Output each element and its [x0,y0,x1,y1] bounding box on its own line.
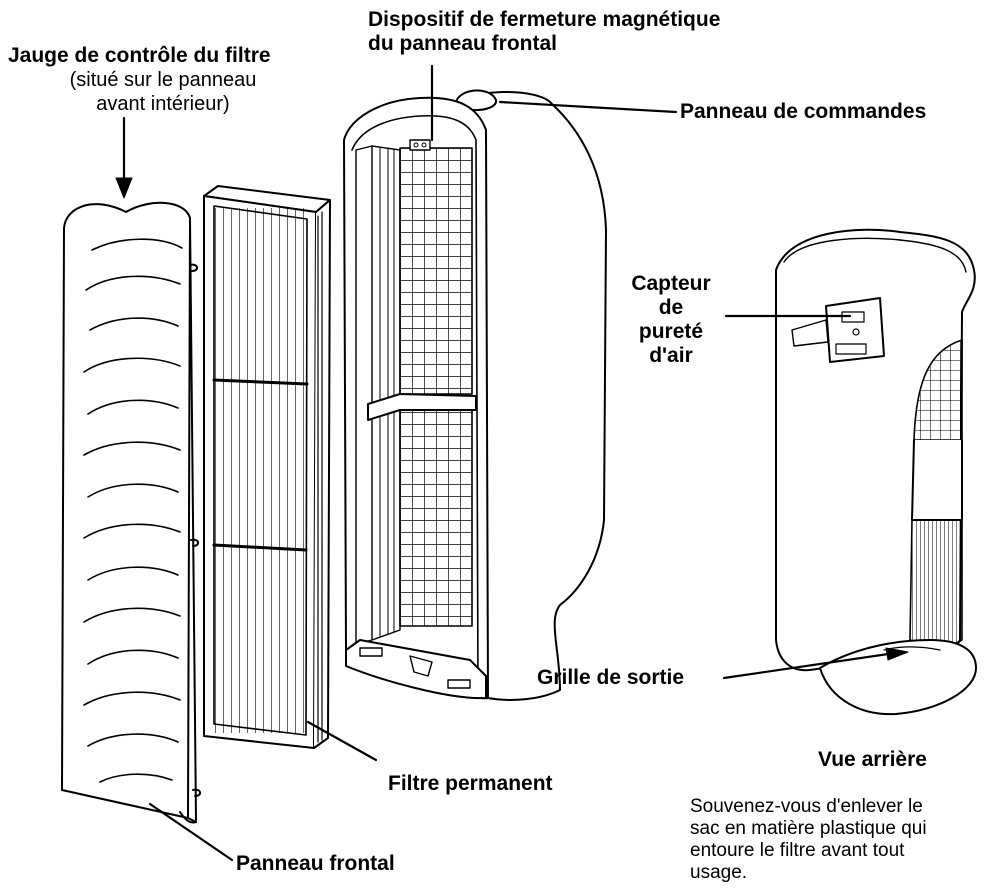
filter-gauge-title: Jauge de contrôle du filtre [8,44,271,67]
note-line3: entoure le filtre avant tout [690,840,905,861]
control-panel-label: Panneau de commandes [680,100,927,123]
air-purity-sensor-line4: d'air [649,344,693,367]
filter-gauge-detail-line2: avant intérieur) [96,93,230,115]
air-purity-sensor-line1: Capteur [631,272,711,295]
rear-view-label: Vue arrière [818,748,927,771]
purifier-body-illustration [343,89,607,701]
note-line1: Souvenez-vous d'enlever le [690,796,923,817]
front-panel-illustration [61,201,201,824]
permanent-filter-label: Filtre permanent [388,772,553,795]
purifier-rear-illustration [775,228,977,716]
front-panel-label: Panneau frontal [236,852,395,875]
magnetic-closure-line2: du panneau frontal [368,32,557,55]
air-purity-sensor-line2: de [658,296,684,319]
outlet-grille-label: Grille de sortie [537,666,685,689]
leader-lines [115,64,909,862]
magnetic-closure-line1: Dispositif de fermeture magnétique [368,8,721,31]
note-line4: usage. [690,862,748,883]
note-line2: sac en matière plastique qui [690,818,927,839]
filter-gauge-detail-line1: (situé sur le panneau [69,69,257,91]
filter-illustration [203,185,331,749]
air-purity-sensor-line3: pureté [638,320,704,343]
